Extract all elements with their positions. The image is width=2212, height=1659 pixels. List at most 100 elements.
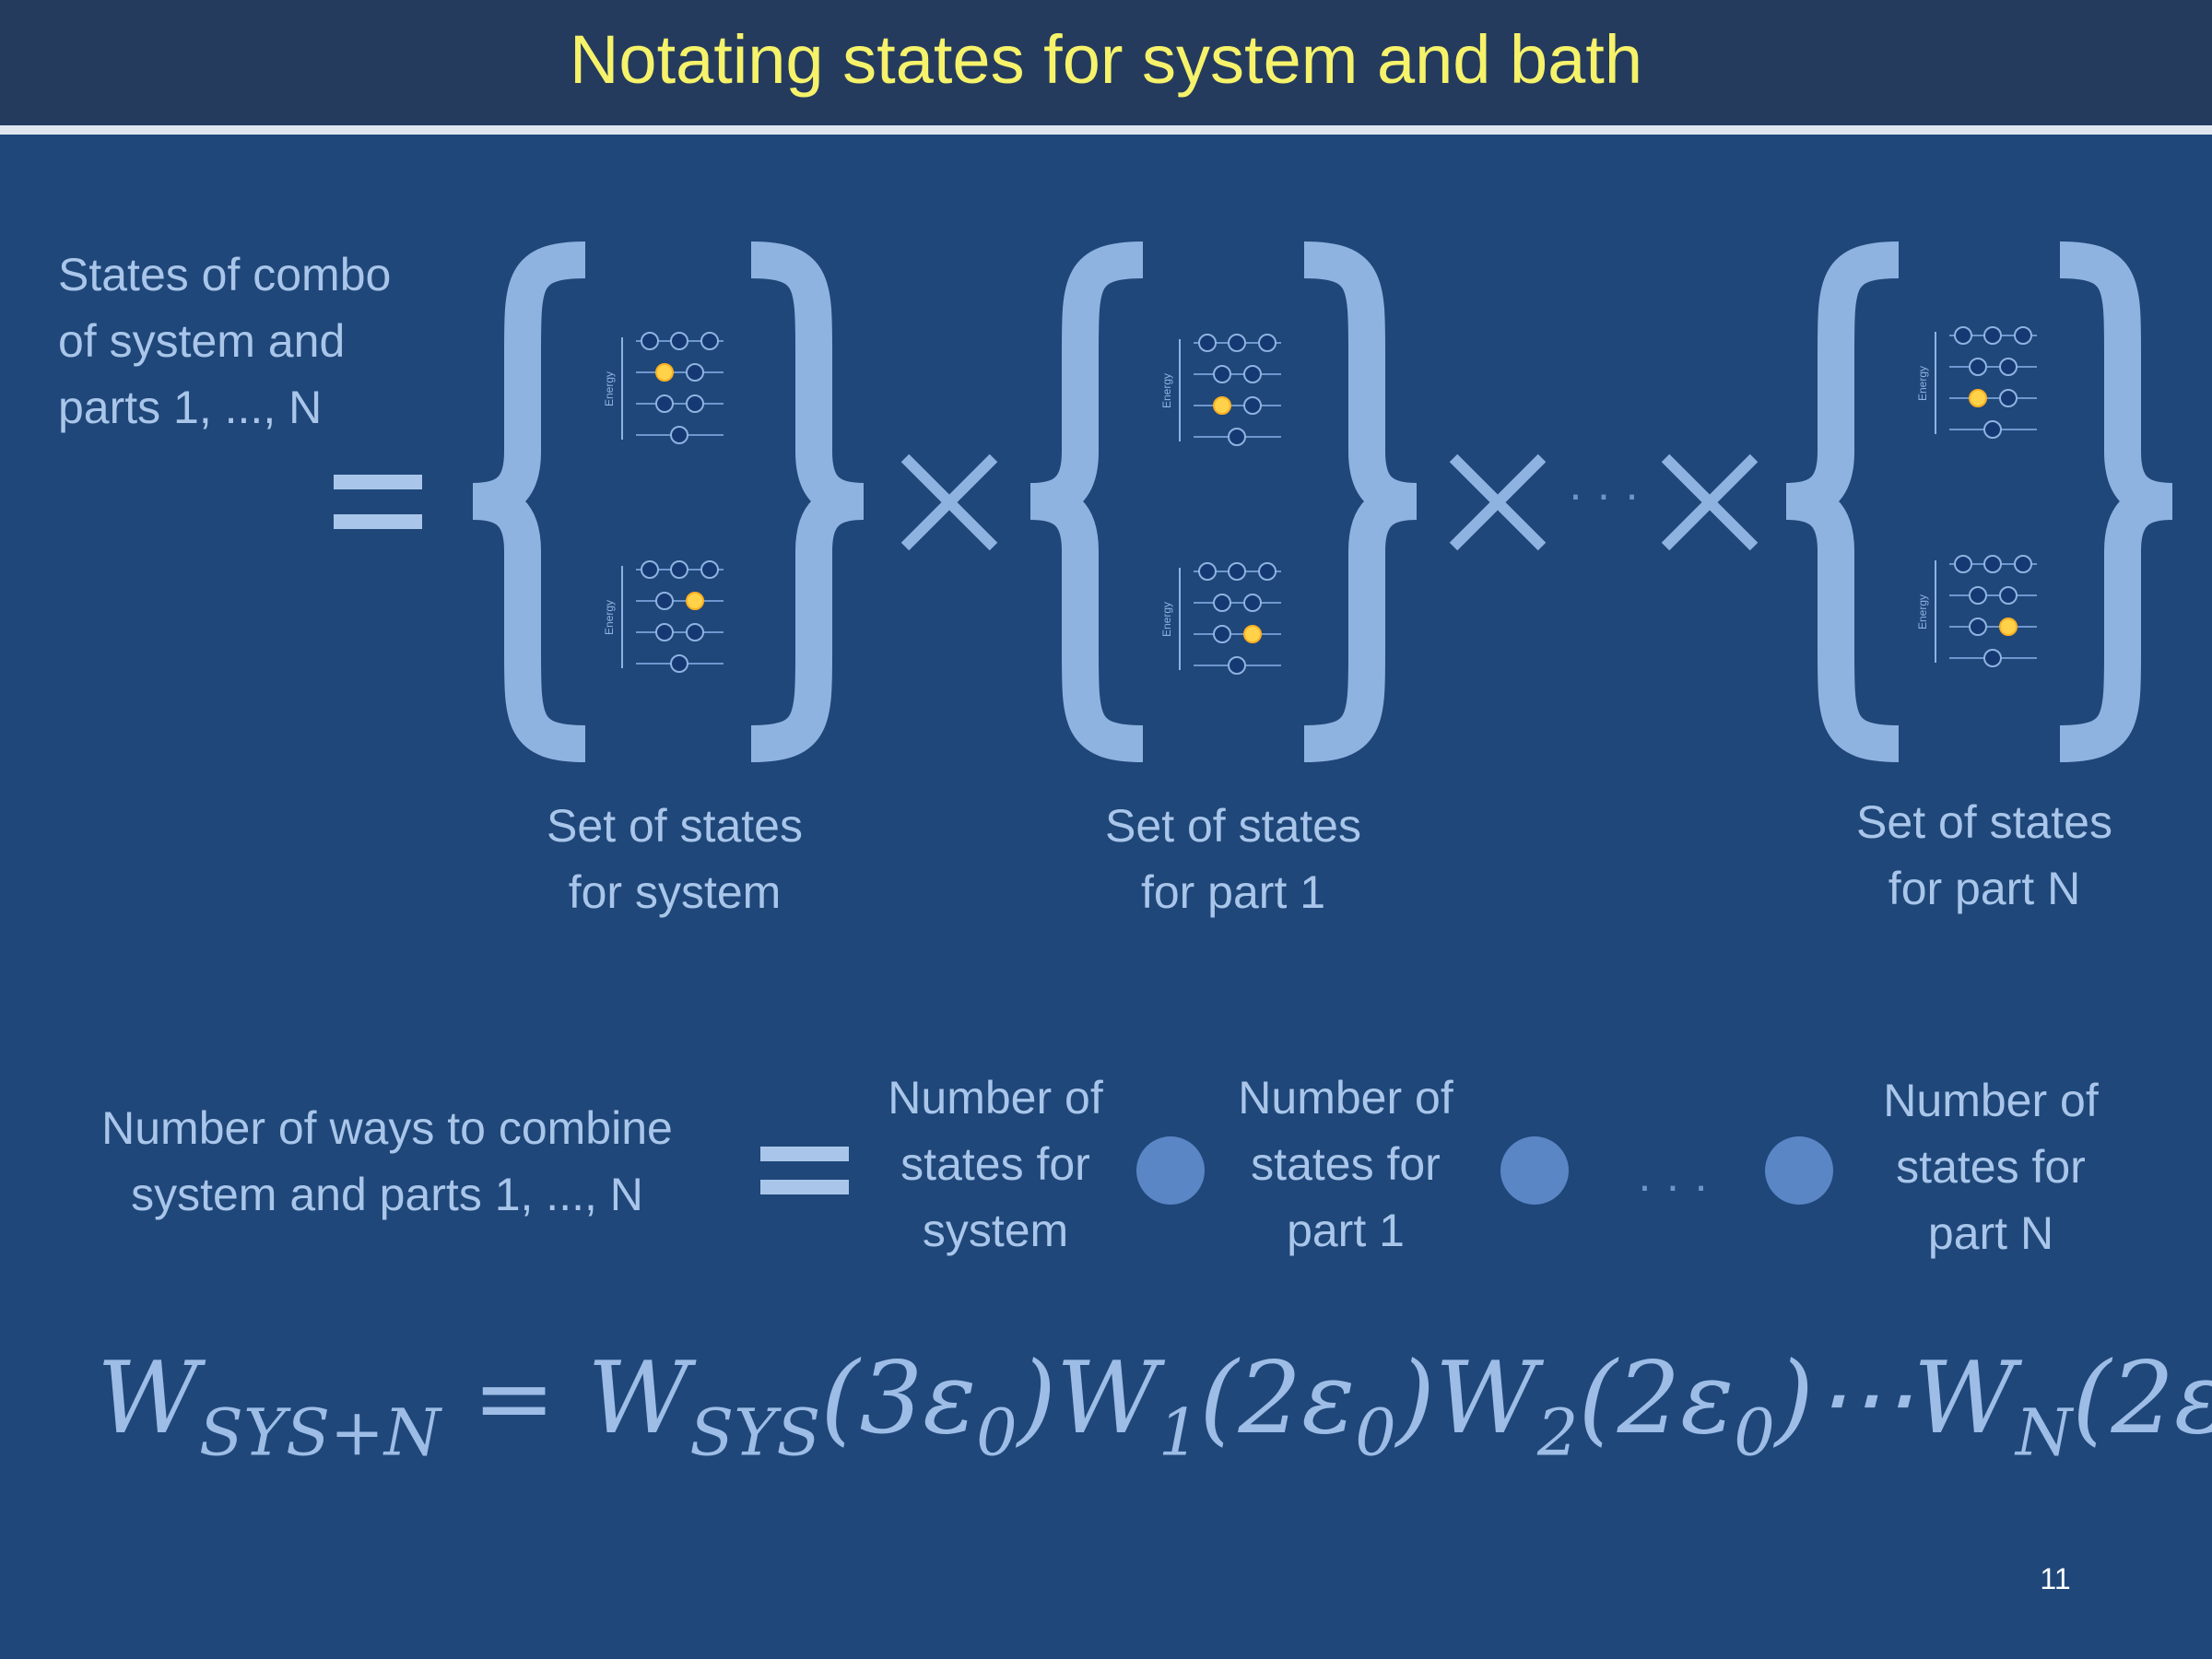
state-slot [1983, 649, 2002, 667]
equals-bar [760, 1147, 849, 1161]
energy-level-diagram: Energy [1160, 334, 1281, 446]
energy-axis-label: Energy [1160, 373, 1173, 408]
equation-subscript: 2 [1536, 1394, 1579, 1471]
slide-title: Notating states for system and bath [569, 21, 1643, 98]
page-number: 11 [2040, 1562, 2071, 1595]
state-slot [1999, 358, 2018, 376]
product-dot [1765, 1136, 1833, 1205]
energy-axis-label: Energy [1916, 594, 1929, 629]
state-slot [1228, 334, 1246, 352]
brace-path [1030, 241, 1144, 762]
state-slot [1213, 594, 1231, 612]
label-line: of system and [58, 315, 346, 367]
brace-path [1785, 241, 1900, 762]
label-line: Number of [888, 1072, 1103, 1124]
state-slot [655, 592, 674, 610]
bottom-operators [760, 1136, 1833, 1205]
brace-path [1303, 241, 1418, 762]
label-line: Set of states [547, 800, 803, 852]
state-slot [1969, 358, 1987, 376]
occupied-particle [686, 592, 704, 610]
set-label-system: Set of states for system [490, 793, 859, 925]
equation-subscript: 0 [1355, 1394, 1396, 1471]
label-line: states for [1896, 1141, 2086, 1193]
label-line: part 1 [1287, 1205, 1405, 1256]
state-slot [641, 332, 659, 350]
state-slot [1198, 334, 1217, 352]
state-slot [686, 363, 704, 382]
equation-term: WSYS [587, 1341, 821, 1471]
state-slot [1983, 420, 2002, 439]
title-divider [0, 125, 2212, 135]
label-line: system and parts 1, ..., N [131, 1169, 643, 1220]
state-slot [1228, 428, 1246, 446]
label-line: for part N [1888, 863, 2081, 914]
equation-term: )W1 [1017, 1341, 1200, 1471]
state-slot [641, 560, 659, 579]
times-icon [1449, 453, 1547, 551]
occupied-particle [1213, 396, 1231, 415]
brace-path [472, 241, 586, 762]
equation-subscript: SYS+N [199, 1394, 441, 1471]
state-slot [670, 332, 688, 350]
occupied-particle [1999, 618, 2018, 636]
times-icon [900, 453, 998, 551]
product-dot [1136, 1136, 1205, 1205]
set-label-part-n: Set of states for part N [1800, 789, 2169, 922]
left-brace [472, 241, 586, 762]
state-slot [1243, 365, 1262, 383]
state-slot [670, 560, 688, 579]
equation-term: )⋯WN [1774, 1341, 2073, 1471]
energy-level-diagram: Energy [1916, 555, 2037, 667]
state-slot [1243, 396, 1262, 415]
state-slot [686, 623, 704, 641]
label-line: states for [1251, 1138, 1441, 1190]
equation-term: WSYS+N [97, 1341, 441, 1471]
state-slot [1258, 334, 1277, 352]
label-line: Number of [1238, 1072, 1453, 1124]
label-line: states for [900, 1138, 1090, 1190]
state-slot [1969, 586, 1987, 605]
left-brace [1030, 241, 1144, 762]
energy-level-diagram: Energy [1160, 562, 1281, 675]
term-system: Number of states for system [857, 1065, 1134, 1264]
state-slot [670, 426, 688, 444]
label-line: system [922, 1205, 1069, 1256]
occupied-particle [655, 363, 674, 382]
ellipsis: · · · [1637, 1159, 1709, 1211]
state-slot [2014, 555, 2032, 573]
product-dot [1500, 1136, 1569, 1205]
state-slot [655, 394, 674, 413]
label-line: parts 1, ..., N [58, 382, 323, 433]
state-slot [1228, 562, 1246, 581]
state-slot [1954, 555, 1972, 573]
state-slot [700, 332, 719, 350]
equation-term: (2ε0 [2072, 1341, 2212, 1456]
equation-term: (3ε0 [820, 1341, 1018, 1471]
state-slot [1999, 586, 2018, 605]
combo-states-label: States of combo of system and parts 1, .… [58, 241, 391, 441]
equals-bar [760, 1180, 849, 1194]
label-line: for part 1 [1140, 866, 1326, 918]
state-slot [1258, 562, 1277, 581]
label-line: Number of [1883, 1075, 2099, 1126]
equation-subscript: N [2015, 1394, 2073, 1471]
equals-bar [334, 514, 422, 529]
label-line: Set of states [1856, 796, 2112, 848]
term-part-n: Number of states for part N [1853, 1067, 2129, 1266]
energy-level-diagram: Energy [603, 560, 724, 673]
equals-bar [334, 475, 422, 489]
equation-term: (2ε0 [1578, 1341, 1775, 1471]
energy-level-diagram: Energy [603, 332, 724, 444]
state-slot [1969, 618, 1987, 636]
energy-axis-label: Energy [1916, 366, 1929, 401]
left-brace [1785, 241, 1900, 762]
right-brace [1303, 241, 1418, 762]
state-slot [655, 623, 674, 641]
right-brace [2059, 241, 2173, 762]
label-line: Number of ways to combine [101, 1102, 673, 1154]
label-line: Set of states [1105, 800, 1361, 852]
label-line: for system [568, 866, 782, 918]
set-label-part-1: Set of states for part 1 [1049, 793, 1418, 925]
